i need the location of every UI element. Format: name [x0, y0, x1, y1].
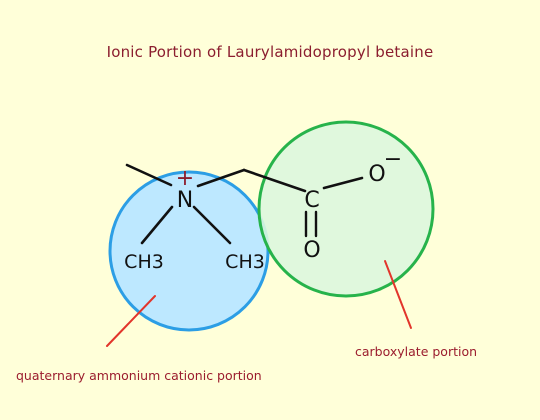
n-to-left-methyl-bond [140, 205, 174, 245]
carbon-atom: C [304, 188, 319, 213]
carboxylate-region-circle [257, 120, 435, 298]
right-methyl-group: CH3 [225, 251, 265, 273]
cationic-portion-label: quaternary ammonium cationic portion [16, 368, 262, 383]
nitrogen-positive-charge: + [176, 166, 194, 191]
n-to-methylene-bond [196, 168, 246, 188]
cationic-pointer-line [106, 295, 156, 347]
methylene-to-carbon-bond [242, 168, 307, 193]
cationic-region-circle [108, 170, 270, 332]
left-alkyl-bond [125, 163, 173, 187]
double-bonded-oxygen: O [303, 238, 320, 263]
n-to-right-methyl-bond [192, 205, 232, 245]
left-methyl-group: CH3 [124, 251, 164, 273]
nitrogen-atom: N [177, 188, 193, 213]
diagram-title: Ionic Portion of Laurylamidopropyl betai… [107, 43, 434, 61]
carbon-to-oxygen-single-bond [322, 176, 364, 190]
single-bonded-oxygen: O [368, 162, 385, 187]
carboxylate-pointer-line [384, 260, 412, 329]
oxygen-negative-charge: − [384, 147, 402, 172]
carboxylate-portion-label: carboxylate portion [355, 344, 477, 359]
